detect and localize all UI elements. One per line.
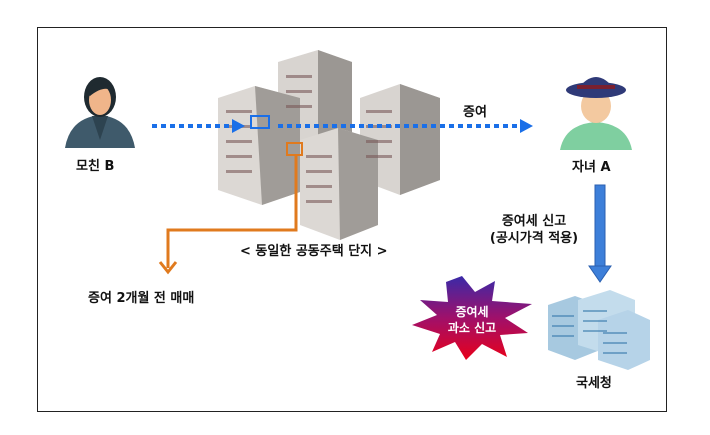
tax-office-building-icon: [548, 290, 650, 370]
complex-label: < 동일한 공동주택 단지 >: [240, 244, 388, 259]
diagram-frame: [37, 27, 667, 412]
report-label-line2: (공시가격 적용): [489, 231, 579, 246]
report-arrow: [588, 184, 612, 283]
sale-label: 증여 2개월 전 매매: [88, 291, 195, 306]
sale-arrow: [158, 155, 298, 275]
child-icon: [560, 77, 632, 150]
tax-office-label: 국세청: [576, 376, 612, 391]
child-label: 자녀 A: [572, 160, 611, 175]
burst-label-line2: 과소 신고: [447, 321, 497, 335]
mother-icon: [65, 77, 135, 148]
report-label-line1: 증여세 신고: [501, 214, 567, 229]
apartment-complex-icon: [218, 50, 440, 240]
mother-label: 모친 B: [76, 159, 115, 174]
under-report-burst: [412, 276, 532, 360]
gifted-unit-marker: [250, 115, 270, 129]
burst-label-line1: 증여세: [455, 305, 489, 319]
gift-label: 증여: [463, 105, 487, 120]
